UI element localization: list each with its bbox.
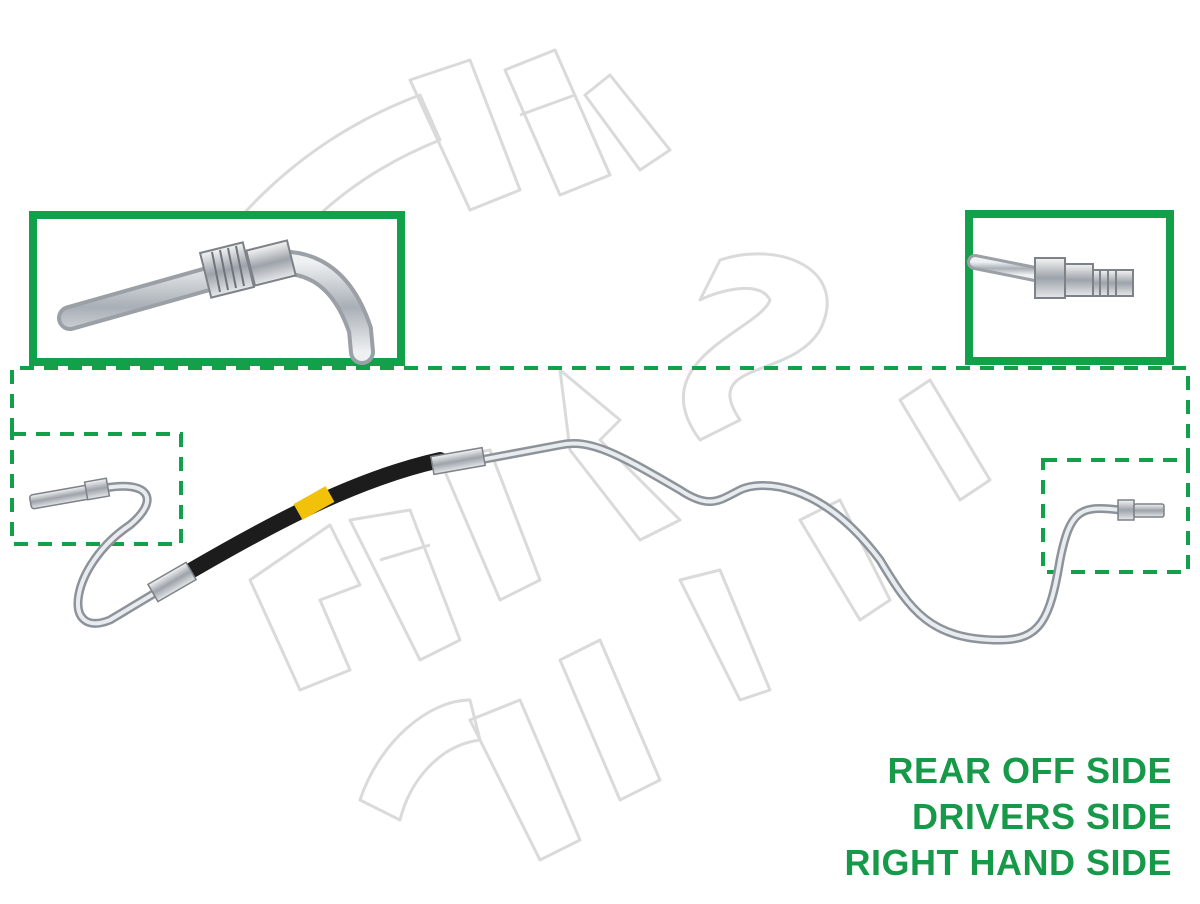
- caption-line-drivers-side: DRIVERS SIDE: [911, 796, 1172, 837]
- rubber-hose-icon: [146, 446, 487, 603]
- fitting-highlight-right: [1041, 458, 1190, 574]
- fitting-detail-right-icon: [967, 254, 1134, 299]
- detail-connector-outline: [10, 366, 1190, 460]
- caption-line-right-hand-side: RIGHT HAND SIDE: [844, 842, 1172, 883]
- fitting-detail-left-icon: [57, 239, 375, 365]
- side-caption: REAR OFF SIDE DRIVERS SIDE RIGHT HAND SI…: [844, 748, 1172, 886]
- watermark-logo: [168, 48, 992, 862]
- right-fitting-icon: [1117, 499, 1165, 521]
- left-fitting-icon: [28, 477, 111, 510]
- caption-line-rear-off-side: REAR OFF SIDE: [887, 750, 1172, 791]
- brake-pipe-icon: [39, 438, 1125, 645]
- fitting-highlight-left: [10, 432, 183, 546]
